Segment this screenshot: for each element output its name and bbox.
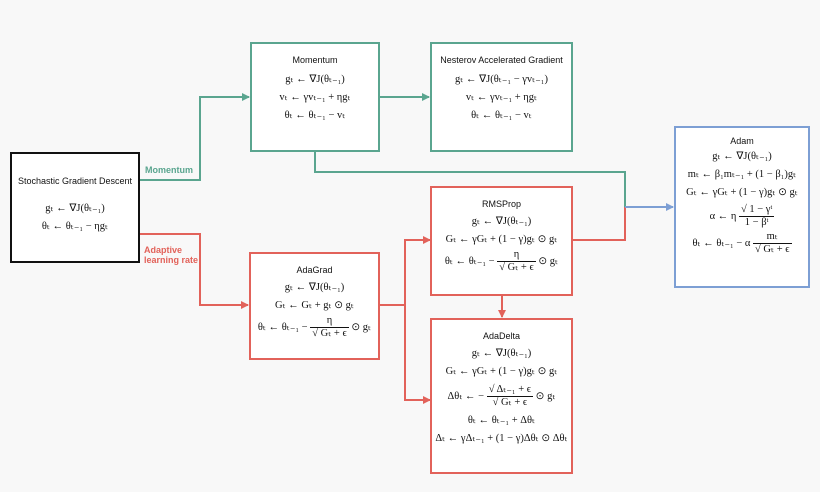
node-adagrad: AdaGrad gₜ ← ∇J(θₜ₋₁) Gₜ ← Gₜ + gₜ ⊙ gₜ … (249, 252, 380, 360)
equation: vₜ ← γvₜ₋₁ + ηgₜ (465, 92, 538, 103)
fraction: η √ Gₜ + ϵ (497, 249, 536, 274)
eq-lhs: θₜ ← θₜ₋₁ − (257, 321, 308, 333)
node-title: Momentum (292, 55, 338, 65)
node-nesterov: Nesterov Accelerated Gradient gₜ ← ∇J(θₜ… (430, 42, 573, 152)
equation: gₜ ← ∇J(θₜ₋₁ − γvₜ₋₁) (455, 74, 548, 85)
fraction: η √ Gₜ + ϵ (310, 315, 349, 340)
fraction-denominator: 1 − βᵗ (744, 217, 769, 228)
equation: θₜ ← θₜ₋₁ − α mₜ √ Gₜ + ϵ (676, 231, 808, 256)
node-adam: Adam gₜ ← ∇J(θₜ₋₁) mₜ ← β₁mₜ₋₁ + (1 − β₁… (674, 126, 810, 288)
node-sgd: Stochastic Gradient Descent gₜ ← ∇J(θₜ₋₁… (10, 152, 140, 263)
edge-momentum-adam (314, 152, 626, 207)
eq-lhs: θₜ ← θₜ₋₁ − α (692, 237, 751, 249)
fraction-denominator: √ Gₜ + ϵ (492, 397, 528, 408)
eq-lhs: θₜ ← θₜ₋₁ − (444, 255, 495, 267)
edge-rmsprop-adam (572, 207, 626, 241)
node-momentum: Momentum gₜ ← ∇J(θₜ₋₁) vₜ ← γvₜ₋₁ + ηgₜ … (250, 42, 380, 152)
fraction-numerator: √ 1 − γᵗ (738, 204, 775, 217)
eq-rhs: ⊙ gₜ (351, 321, 372, 333)
edge-sgd-adagrad (140, 233, 249, 309)
node-title: AdaDelta (482, 331, 521, 341)
fraction-denominator: √ Gₜ + ϵ (312, 328, 347, 339)
equation: Gₜ ← γGₜ + (1 − γ)gₜ ⊙ gₜ (445, 234, 558, 245)
adaptive-edge-label-line2: learning rate (144, 255, 199, 265)
equation: θₜ ← θₜ₋₁ − ηgₜ (41, 221, 109, 232)
edge-adagrad-rmsprop (404, 236, 431, 305)
equation: gₜ ← ∇J(θₜ₋₁) (284, 282, 345, 293)
fraction-denominator: √ Gₜ + ϵ (499, 262, 534, 273)
equation: α ← η √ 1 − γᵗ 1 − βᵗ (676, 204, 808, 229)
equation: Δθₜ ← − √ Δₜ₋₁ + ϵ √ Gₜ + ϵ ⊙ gₜ (432, 384, 571, 409)
eq-rhs: ⊙ gₜ (538, 255, 559, 267)
eq-rhs: ⊙ gₜ (535, 390, 556, 402)
equation: gₜ ← ∇J(θₜ₋₁) (712, 151, 772, 162)
equation: mₜ ← β₁mₜ₋₁ + (1 − β₁)gₜ (687, 169, 797, 180)
equation: gₜ ← ∇J(θₜ₋₁) (471, 348, 532, 359)
edge-adagrad-adadelta (404, 305, 431, 404)
equation: Gₜ ← γGₜ + (1 − γ)gₜ ⊙ gₜ (686, 187, 798, 198)
equation: θₜ ← θₜ₋₁ − vₜ (471, 110, 532, 121)
edge-sgd-momentum (140, 93, 250, 181)
fraction-numerator: √ Δₜ₋₁ + ϵ (486, 384, 534, 397)
momentum-edge-label: Momentum (145, 165, 193, 175)
equation: Δₜ ← γΔₜ₋₁ + (1 − γ)Δθₜ ⊙ Δθₜ (435, 433, 568, 444)
equation: gₜ ← ∇J(θₜ₋₁) (471, 216, 532, 227)
fraction: mₜ √ Gₜ + ϵ (753, 231, 792, 256)
equation: vₜ ← γvₜ₋₁ + ηgₜ (279, 92, 351, 103)
equation: θₜ ← θₜ₋₁ − η √ Gₜ + ϵ ⊙ gₜ (251, 315, 378, 340)
adaptive-edge-label-line1: Adaptive (144, 245, 183, 255)
equation: θₜ ← θₜ₋₁ − η √ Gₜ + ϵ ⊙ gₜ (432, 249, 571, 274)
equation: Gₜ ← Gₜ + gₜ ⊙ gₜ (274, 300, 355, 311)
node-rmsprop: RMSProp gₜ ← ∇J(θₜ₋₁) Gₜ ← γGₜ + (1 − γ)… (430, 186, 573, 296)
equation: θₜ ← θₜ₋₁ + Δθₜ (467, 415, 536, 426)
fraction-numerator: η (310, 315, 349, 328)
equation: Gₜ ← γGₜ + (1 − γ)gₜ ⊙ gₜ (445, 366, 558, 377)
fraction-denominator: √ Gₜ + ϵ (755, 244, 790, 255)
fraction-numerator: η (497, 249, 536, 262)
node-title: AdaGrad (296, 265, 333, 275)
fraction: √ 1 − γᵗ 1 − βᵗ (738, 204, 775, 229)
fraction: √ Δₜ₋₁ + ϵ √ Gₜ + ϵ (486, 384, 534, 409)
eq-lhs: Δθₜ ← − (447, 390, 485, 402)
equation: θₜ ← θₜ₋₁ − vₜ (284, 110, 346, 121)
fraction-numerator: mₜ (753, 231, 792, 244)
eq-lhs: α ← η (709, 210, 737, 222)
equation: gₜ ← ∇J(θₜ₋₁) (285, 74, 345, 85)
adaptive-edge-label: Adaptive learning rate (144, 245, 198, 265)
node-adadelta: AdaDelta gₜ ← ∇J(θₜ₋₁) Gₜ ← γGₜ + (1 − γ… (430, 318, 573, 474)
node-title: Nesterov Accelerated Gradient (440, 55, 563, 65)
node-title: Stochastic Gradient Descent (17, 176, 133, 186)
node-title: Adam (730, 136, 754, 146)
node-title: RMSProp (481, 199, 521, 209)
equation: gₜ ← ∇J(θₜ₋₁) (45, 203, 105, 214)
